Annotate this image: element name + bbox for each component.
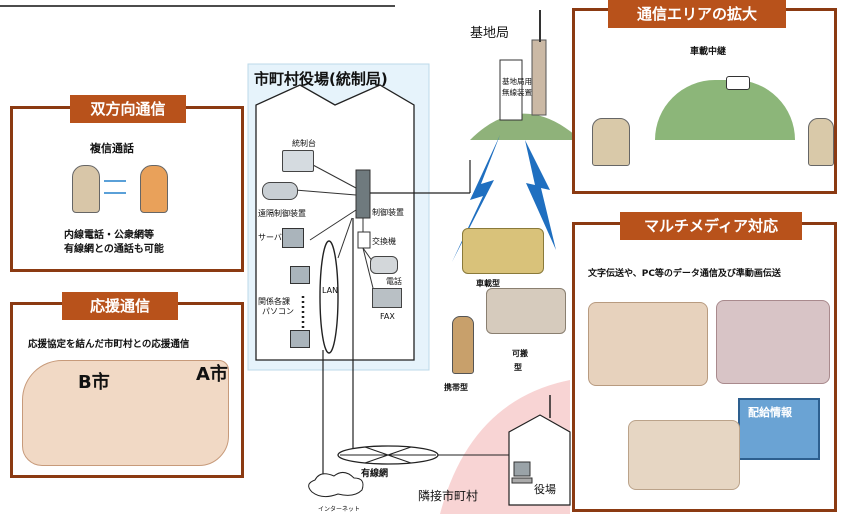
panel-multimedia-title: マルチメディア対応 [620,212,802,240]
disaster-town-illustration [22,360,229,466]
handheld-label: 携帯型 [444,383,468,392]
controller-label: 制御装置 [372,208,404,217]
bidirectional-note-2: 有線網との通話も可能 [64,244,164,255]
portable-label-1: 可搬 [512,349,528,358]
console-icon [282,150,314,172]
info-board-illustration [738,398,820,460]
portable-label-2: 型 [514,363,522,372]
wired-network-label: 有線網 [361,469,389,479]
neighbor-label: 隣接市町村 [418,489,479,503]
relay-worker-left-icon [592,118,630,166]
support-subtitle: 応援協定を結んだ市町村との応援通信 [28,339,190,350]
pc-icon-2 [290,330,310,348]
panel-support-title: 応援通信 [62,292,178,320]
panel-area-title: 通信エリアの拡大 [608,0,786,28]
exchange-label: 交換機 [372,237,396,246]
base-title: 基地局 [470,26,510,41]
internet-label: インターネット [318,506,361,513]
fax-icon [372,288,402,308]
neighbor-office-label: 役場 [534,483,556,496]
pc-icon-1 [290,266,310,284]
lightning-right [525,140,556,250]
pcs-label-2: パソコン [262,307,294,316]
panel-bidirectional-title: 双方向通信 [70,95,186,123]
lan-oval [319,240,339,354]
vehicle-label: 車載型 [476,279,500,288]
city-b-label: B市 [78,372,110,393]
relay-worker-right-icon [808,118,834,166]
fax-label: FAX [380,312,395,321]
phone-label: 電話 [386,277,402,286]
office-title: 市町村役場(統制局) [254,70,388,88]
lan-label: LAN [322,286,339,295]
info-board-text: 配給情報 [748,406,792,419]
crowd-illustration [628,420,740,490]
exchange-box [357,231,371,249]
base-hill [470,113,575,140]
portable-terminal-illustration [486,288,566,334]
base-radio-label-1: 基地局用 [502,77,532,86]
sound-waves-icon [104,180,126,194]
person-right-icon [140,165,168,213]
remote-control-icon [262,182,298,200]
console-label: 統制台 [292,139,316,148]
panel-bidirectional [10,106,244,272]
area-subtitle: 車載中継 [690,47,727,57]
vehicle-terminal-illustration [462,228,544,274]
internet-cloud [308,472,364,498]
pcs-label-1: 関係各課 [258,297,290,306]
phone-icon [370,256,398,274]
controller-unit [355,169,371,219]
fire-scene-illustration [716,300,830,384]
bidirectional-subtitle: 複信通話 [90,142,134,155]
relay-vehicle-icon [726,76,750,90]
server-label: サーバ [258,233,282,242]
server-pc-icon [282,228,304,248]
multimedia-subtitle: 文字伝送や、PC等のデータ通信及び準動画伝送 [588,269,781,279]
handheld-person-icon [452,316,474,374]
bidirectional-note-1: 内線電話・公衆網等 [64,230,154,241]
base-radio-label-2: 無線装置 [502,88,532,97]
office-workers-illustration [588,302,708,386]
remote-label: 遠隔制御装置 [258,209,306,218]
city-a-label: A市 [196,364,228,385]
person-left-icon [72,165,100,213]
